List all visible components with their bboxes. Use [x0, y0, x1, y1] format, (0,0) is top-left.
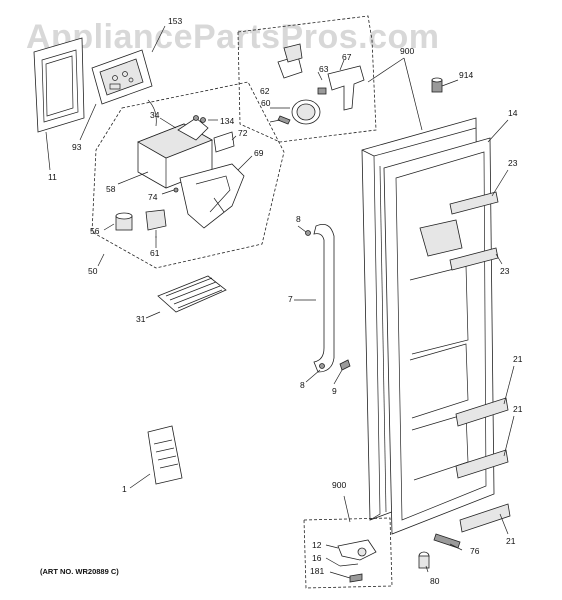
- bracket-part-72: [213, 131, 235, 153]
- callout-93: 93: [72, 142, 82, 152]
- bushing-part-80: [418, 551, 430, 569]
- callout-11: 11: [48, 172, 57, 182]
- callout-21-top: 21: [513, 354, 523, 364]
- drip-tray-part: [157, 275, 227, 313]
- callout-181: 181: [310, 566, 324, 576]
- callout-21-middle: 21: [513, 404, 523, 414]
- hinge-group-outline: [303, 517, 393, 589]
- door-handle-part: [313, 223, 335, 373]
- callout-58: 58: [106, 184, 116, 194]
- callout-63: 63: [319, 64, 329, 74]
- solenoid-part-56: [115, 212, 133, 231]
- callout-labels: 153 900 914 67 63 62 60 14 11 93 34 134 …: [48, 16, 523, 586]
- callout-16: 16: [312, 553, 322, 563]
- callout-80: 80: [430, 576, 440, 586]
- callout-62: 62: [260, 86, 270, 96]
- callout-72: 72: [238, 128, 248, 138]
- callout-50: 50: [88, 266, 98, 276]
- lower-dispenser-group-outline: [91, 81, 285, 269]
- callout-23-lower: 23: [500, 266, 510, 276]
- dispenser-switch-part: [277, 43, 303, 79]
- owners-manual-part: [147, 425, 183, 485]
- dispenser-housing-part: [137, 117, 213, 189]
- callout-134: 134: [220, 116, 234, 126]
- callout-61: 61: [150, 248, 160, 258]
- cap-part-914: [431, 77, 443, 93]
- upper-dispenser-group-outline: [237, 15, 377, 143]
- art-number-label: (ART NO. WR20889 C): [40, 567, 119, 576]
- funnel-part-69: [179, 163, 245, 229]
- callout-7: 7: [288, 294, 293, 304]
- callout-1: 1: [122, 484, 127, 494]
- watermark-text: AppliancePartsPros.com: [26, 18, 439, 56]
- leader-lines: [97, 59, 515, 573]
- hinge-part-12: [337, 539, 377, 561]
- callout-69: 69: [254, 148, 264, 158]
- dispenser-cover-part: [33, 37, 85, 133]
- callout-14: 14: [508, 108, 518, 118]
- screw-part-74: [173, 187, 179, 193]
- callout-67: 67: [342, 52, 352, 62]
- screw-part-8-lower: [319, 363, 325, 369]
- callout-76: 76: [470, 546, 480, 556]
- door-liner-part: [383, 137, 495, 535]
- small-clip-part: [317, 87, 327, 95]
- actuator-part: [327, 65, 365, 111]
- callout-74: 74: [148, 192, 158, 202]
- motor-part-61: [145, 209, 167, 238]
- callout-900-top: 900: [400, 46, 414, 56]
- light-lens-part: [291, 99, 321, 125]
- plug-part-9: [339, 359, 351, 371]
- callout-23-upper: 23: [508, 158, 518, 168]
- screw-part-60: [277, 115, 291, 125]
- screw-part-76: [433, 533, 461, 549]
- callout-153: 153: [168, 16, 182, 26]
- callout-8-lower: 8: [300, 380, 305, 390]
- control-board-part: [91, 49, 153, 105]
- callout-914: 914: [459, 70, 473, 80]
- callout-21-bottom: 21: [506, 536, 516, 546]
- screw-part-8-upper: [305, 230, 311, 236]
- door-shelves: [449, 191, 511, 533]
- callout-60: 60: [261, 98, 271, 108]
- callout-56: 56: [90, 226, 100, 236]
- callout-34: 34: [150, 110, 160, 120]
- callout-12: 12: [312, 540, 322, 550]
- callout-9: 9: [332, 386, 337, 396]
- screw-part-134: [193, 115, 206, 123]
- callout-900-bottom: 900: [332, 480, 346, 490]
- callout-31: 31: [136, 314, 146, 324]
- callout-8-upper: 8: [296, 214, 301, 224]
